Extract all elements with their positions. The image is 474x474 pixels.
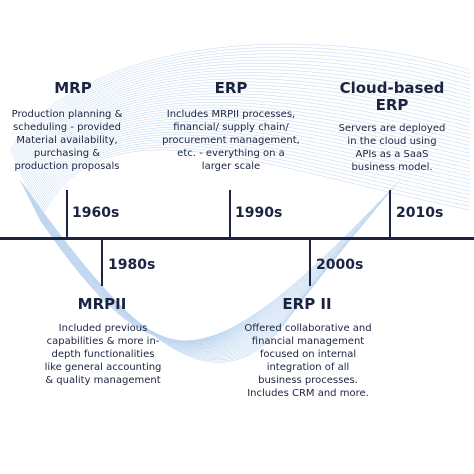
mesh-upper-line [9,43,471,151]
year-1960s: 1960s [72,205,120,221]
mesh-upper-line [17,72,471,168]
mesh-upper-line [30,118,471,198]
mesh-upper-line [31,123,471,202]
mrpii-title: MRPII [77,295,127,313]
mesh-upper-line [15,66,471,164]
mesh-upper-line [34,131,471,207]
mesh-upper-line [23,96,471,183]
erp-ii-description: Offered collaborative and financial mana… [244,323,372,399]
mesh-upper-line [11,50,471,154]
mesh-upper-line [17,75,471,170]
tick-1990s [229,190,231,238]
mesh-upper-line [10,47,471,153]
mesh-upper-line [21,87,471,177]
mesh-upper-line [14,63,471,162]
mesh-upper-line [39,149,471,221]
mesh-upper-line [35,137,471,211]
tick-1980s [101,238,103,286]
tick-2000s [309,238,311,286]
cloud-based-erp-title: Cloud-based ERP [339,79,445,114]
mesh-upper-line [38,144,471,217]
mesh-upper-line [36,139,471,213]
mesh-upper-line [25,104,471,188]
mesh-upper-line [30,121,471,200]
mesh-lower-line [39,179,401,342]
year-2010s: 2010s [396,205,444,221]
mesh-upper-line [24,99,471,185]
mrp-description: Production planning & scheduling - provi… [11,109,123,172]
mesh-upper-line [25,101,471,187]
mesh-upper-line [16,69,471,166]
mesh-upper-line [13,56,471,158]
year-1990s: 1990s [235,205,283,221]
mesh-upper-line [13,59,471,160]
year-1980s: 1980s [108,257,156,273]
mesh-upper-line [12,53,471,156]
erp-description: Includes MRPII processes, financial/ sup… [162,109,300,172]
year-2000s: 2000s [316,257,364,273]
mesh-upper-line [34,134,471,209]
mesh-upper-line [32,126,471,204]
tick-2010s [389,190,391,238]
mesh-upper-line [38,147,471,219]
mesh-upper-line [19,81,471,173]
cloud-based-erp-description: Servers are deployed in the cloud using … [338,123,446,173]
mesh-upper-line [22,93,471,181]
tick-1960s [66,190,68,238]
mesh-upper-line [27,110,471,192]
mesh-upper-line [26,107,471,190]
mesh-upper-line [20,84,471,175]
mesh-upper-line [33,129,471,205]
mrp-title: MRP [54,79,92,97]
mrpii-description: Included previous capabilities & more in… [44,323,162,386]
erp-ii-title: ERP II [282,295,332,313]
mesh-upper-line [28,113,471,194]
mesh-upper-line [21,90,471,179]
mesh-upper-line [37,142,471,215]
erp-title: ERP [214,79,248,97]
timeline-axis [0,237,474,240]
mesh-upper-line [29,115,471,196]
